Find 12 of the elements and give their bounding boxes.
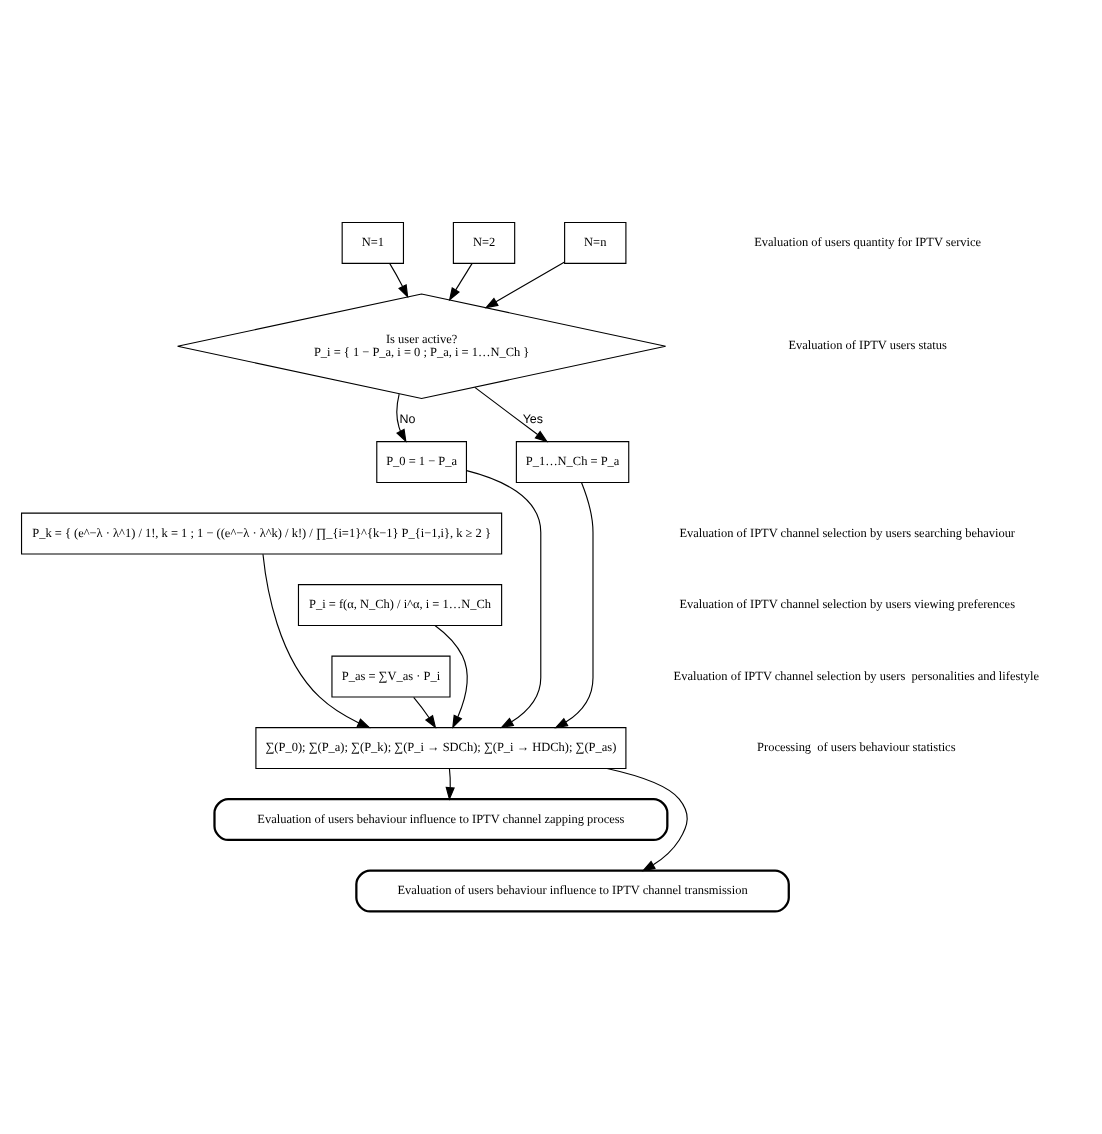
arrow (445, 768, 455, 801)
arrow (448, 263, 473, 302)
arrow (474, 386, 549, 443)
arrow (262, 553, 371, 729)
arrow (434, 624, 468, 729)
arrow (554, 482, 594, 729)
arrow (606, 767, 688, 872)
arrow (413, 696, 437, 729)
arrow (396, 393, 407, 443)
arrow (484, 261, 566, 309)
arrow (389, 263, 409, 299)
arrow (466, 470, 542, 729)
